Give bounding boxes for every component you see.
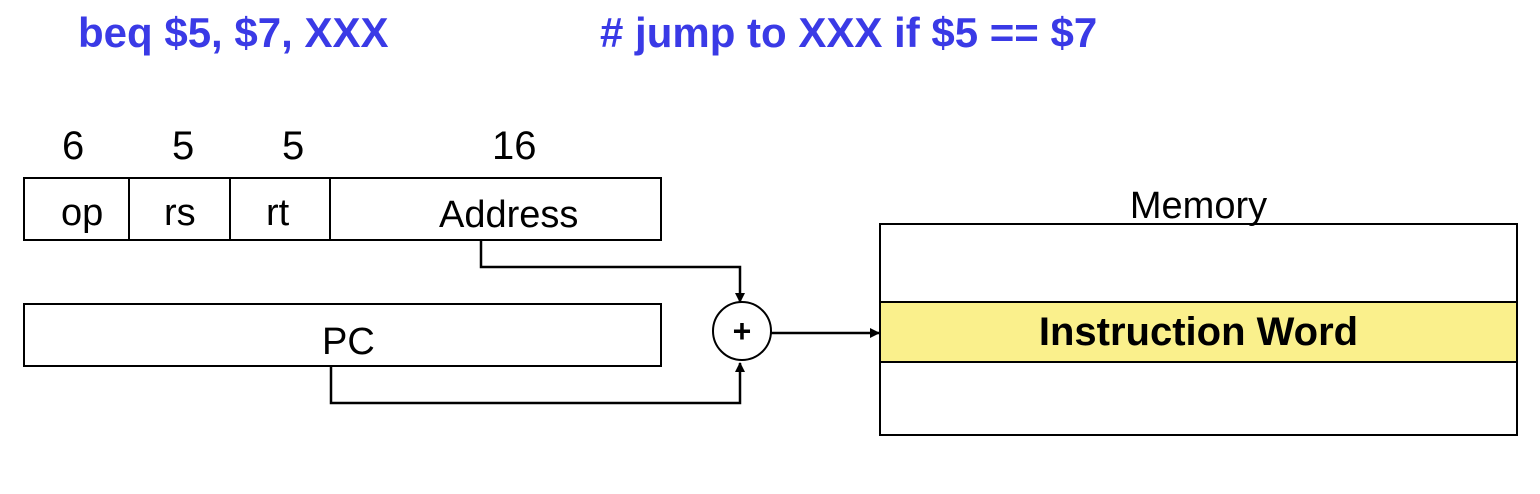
address-to-adder-wire — [479, 240, 745, 303]
bits-op: 6 — [62, 124, 85, 168]
instruction-comment: # jump to XXX if $5 == $7 — [600, 9, 1098, 56]
bits-address: 16 — [492, 124, 537, 168]
instruction-word-label: Instruction Word — [1038, 309, 1359, 354]
pc-to-adder-wire — [329, 362, 745, 405]
bits-rt: 5 — [282, 124, 305, 168]
memory-title: Memory — [1129, 185, 1268, 227]
adder-circle — [712, 301, 772, 361]
pc-register-box — [23, 303, 662, 367]
adder-plus-icon: + — [732, 313, 752, 349]
instruction-register-box — [23, 177, 662, 241]
field-rt-label: rt — [266, 192, 290, 234]
field-address-label: Address — [439, 194, 579, 236]
field-rs-label: rs — [164, 192, 196, 234]
field-op-label: op — [61, 192, 104, 234]
instruction-text: beq $5, $7, XXX — [78, 9, 389, 56]
pc-label: PC — [322, 321, 375, 363]
instruction-word-row — [879, 301, 1518, 363]
bits-rs: 5 — [172, 124, 195, 168]
